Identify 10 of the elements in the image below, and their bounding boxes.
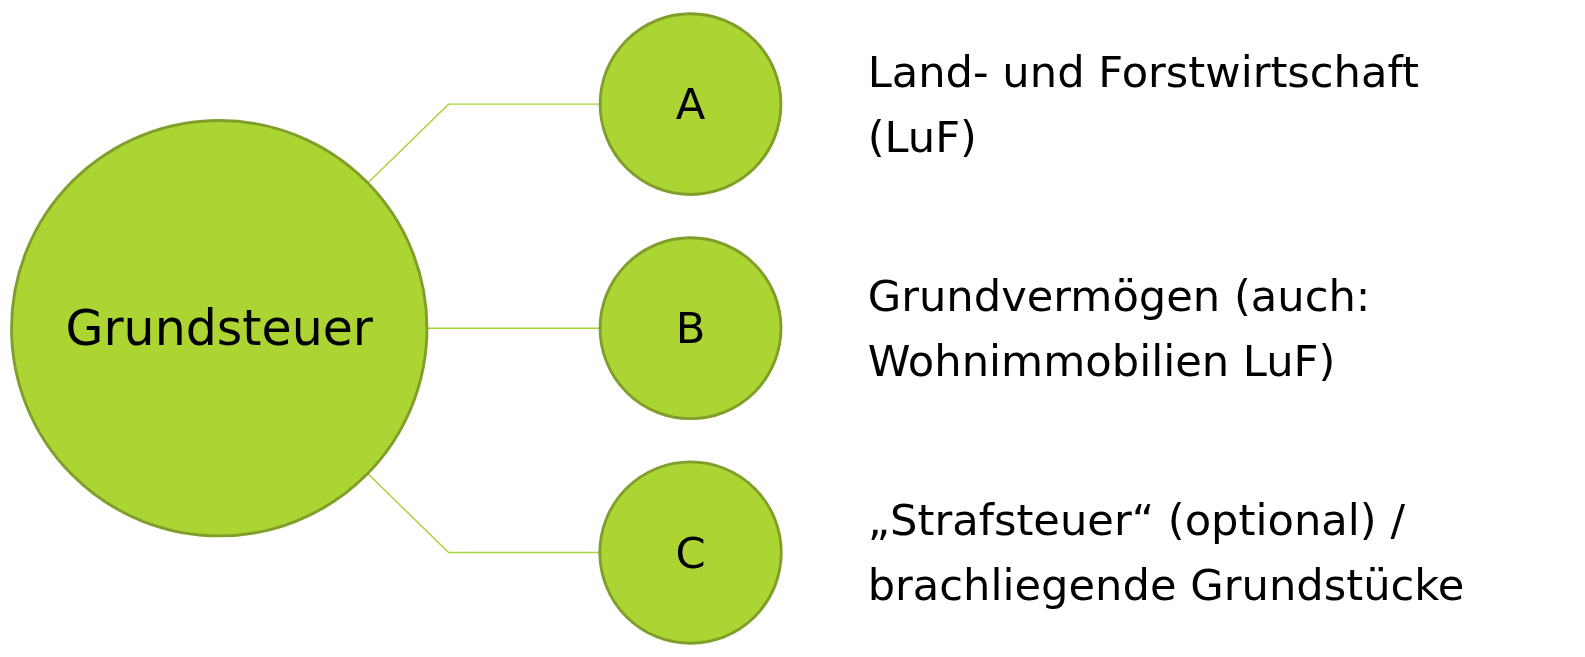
node-circle: A bbox=[598, 12, 783, 196]
node-label: Land- und Forstwirtschaft (LuF) bbox=[867, 46, 1419, 162]
node-label: „Strafsteuer“ (optional) / brachliegende Grundstücke bbox=[867, 494, 1465, 611]
node-circle: C bbox=[598, 460, 783, 645]
connector bbox=[426, 327, 601, 329]
connector bbox=[367, 103, 601, 184]
connector bbox=[367, 472, 601, 554]
node-circle: B bbox=[598, 236, 783, 421]
node-circle: Grundsteuer bbox=[10, 119, 429, 538]
node-label: Grundvermögen (auch: Wohnimmobilien LuF) bbox=[867, 270, 1371, 386]
